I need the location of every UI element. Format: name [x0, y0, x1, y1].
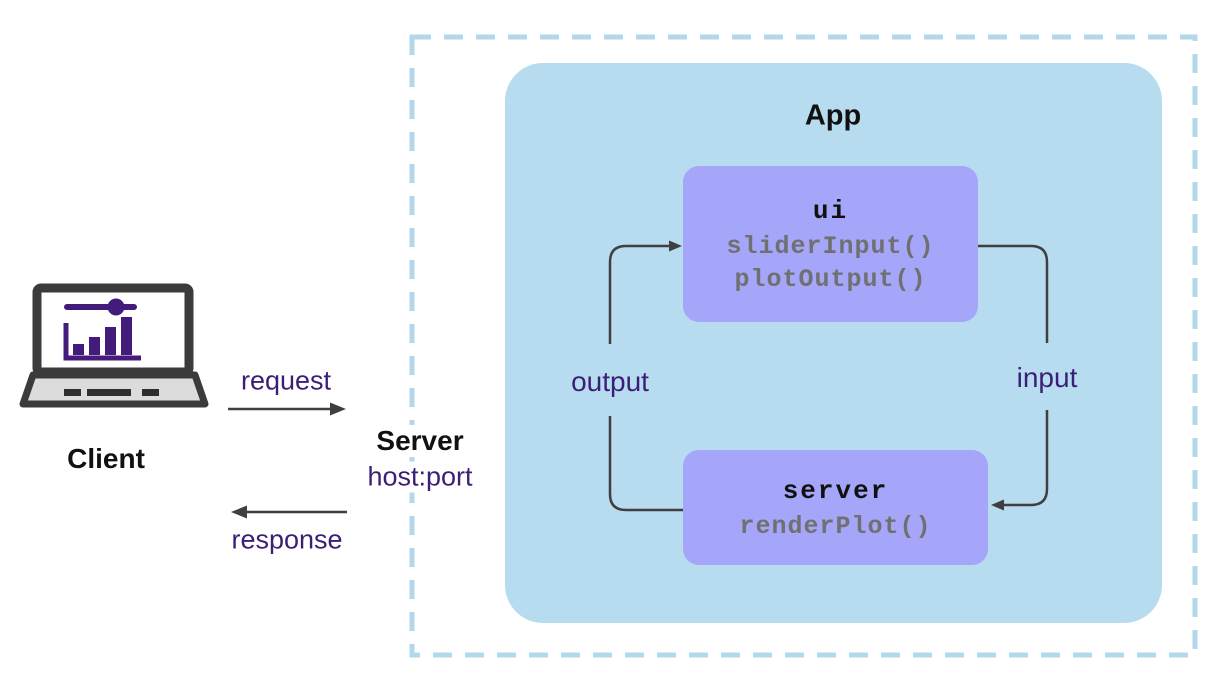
- response-label: response: [231, 524, 343, 555]
- client-label: Client: [67, 443, 145, 474]
- server-host-port-label: host:port: [359, 461, 481, 493]
- ui-node-title: ui: [812, 196, 849, 226]
- app-title: App: [804, 99, 862, 132]
- request-label: request: [240, 365, 332, 396]
- input-flow-label: input: [1016, 362, 1078, 393]
- ui-node: ui sliderInput() plotOutput(): [683, 166, 978, 322]
- server-node-title: server: [782, 476, 889, 506]
- server-code-render-plot: renderPlot(): [739, 512, 932, 541]
- ui-code-plot-output: plotOutput(): [734, 265, 927, 294]
- ui-code-slider-input: sliderInput(): [726, 232, 935, 261]
- server-label: Server: [368, 425, 472, 457]
- server-node: server renderPlot(): [683, 450, 988, 565]
- output-flow-label: output: [571, 366, 649, 397]
- laptop-chart-icon: [19, 283, 209, 408]
